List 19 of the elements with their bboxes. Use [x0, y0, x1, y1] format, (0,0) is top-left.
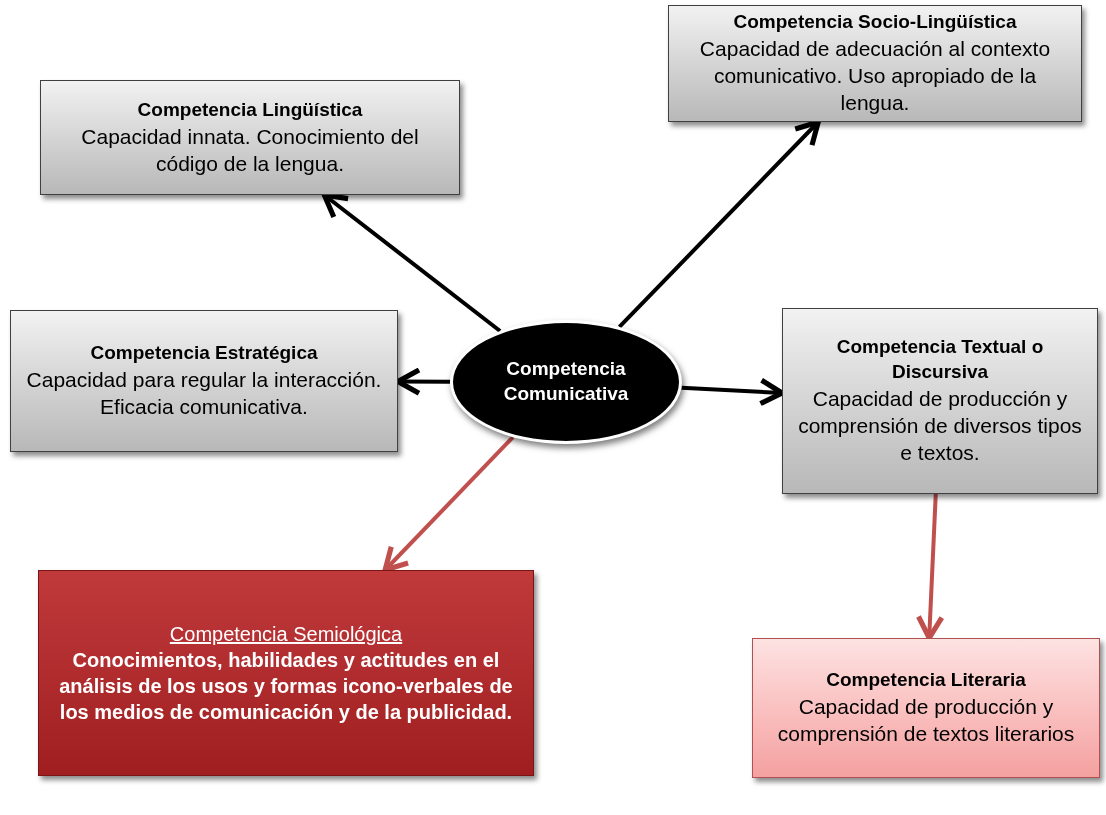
heading: Competencia Literaria [826, 668, 1026, 693]
concept-box [38, 570, 534, 776]
heading: Competencia Comunicativa [502, 357, 630, 406]
description: Capacidad de producción y comprensión de textos literarios [776, 694, 1076, 748]
description: Capacidad para regular la interacción. Eficacia comunicativa. [25, 367, 383, 421]
concept-box [668, 5, 1082, 122]
description: Capacidad innata. Conocimiento del código de la lengua. [80, 123, 420, 177]
concept-box [782, 308, 1098, 494]
description: Conocimientos, habilidades y actitudes en el análisis de los usos y formas icono-verbales de los medios de comunicación y de la publicidad. [58, 648, 514, 725]
heading: Competencia Textual o Discursiva [835, 335, 1045, 385]
heading: Competencia Lingüística [137, 97, 363, 122]
concept-box [40, 80, 460, 195]
description: Capacidad de producción y comprensión de diversos tipos e textos. [797, 385, 1083, 467]
concept-box [752, 638, 1100, 778]
description: Capacidad de adecuación al contexto comunicativo. Uso apropiado de la lengua. [698, 35, 1052, 117]
concept-box [10, 310, 398, 452]
heading: Competencia Estratégica [90, 341, 318, 366]
heading: Competencia Socio-Lingüística [733, 10, 1017, 35]
heading: Competencia Semiológica [169, 622, 403, 647]
